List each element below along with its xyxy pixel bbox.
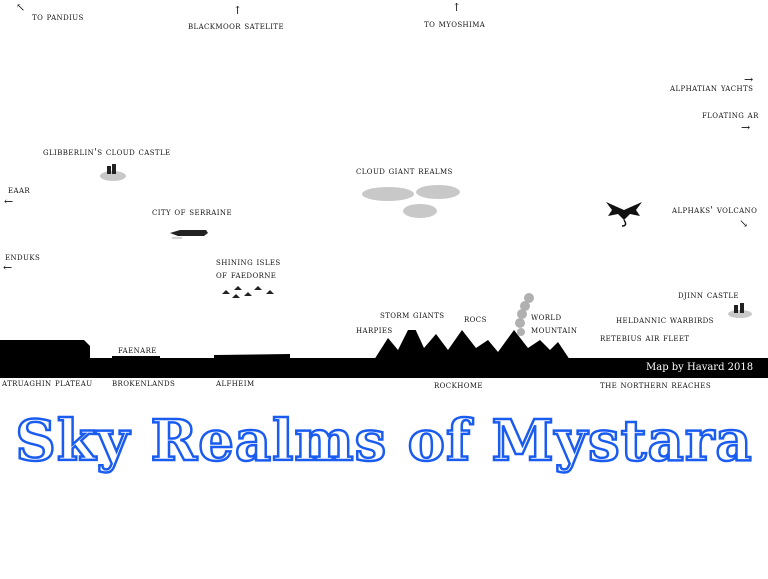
label-retebius-air-fleet: RETEBIUS AIR FLEET (600, 333, 690, 344)
airship-icon (170, 230, 208, 239)
label-city-of-serraine: CITY OF SERRAINE (152, 207, 232, 218)
label-shining-isles-line1: SHINING ISLES (216, 257, 281, 268)
arrow-up-icon: ↑ (452, 1, 462, 14)
label-atruaghin-plateau: ATRUAGHIN PLATEAU (2, 378, 93, 389)
label-alphaks-volcano: ALPHAKS' VOLCANO (672, 205, 758, 216)
castle-icon (100, 164, 126, 181)
arrow-up-icon: ↑ (233, 4, 243, 17)
castle-icon (728, 303, 752, 318)
label-rockhome: ROCKHOME (434, 380, 483, 391)
label-world-mountain-line2: MOUNTAIN (531, 325, 578, 336)
label-storm-giants: STORM GIANTS (380, 310, 445, 321)
label-faenare: FAENARE (118, 345, 157, 356)
label-shining-isles-line2: OF FAEDORNE (216, 270, 277, 281)
label-cloud-giant-realms: CLOUD GIANT REALMS (356, 166, 453, 177)
label-rocs: ROCS (464, 314, 487, 325)
label-heldannic-warbirds: HELDANNIC WARBIRDS (616, 315, 714, 326)
label-alphatian-yachts: ALPHATIAN YACHTS (670, 83, 754, 94)
label-alfheim: ALFHEIM (216, 378, 255, 389)
label-blackmoor-satelite: BLACKMOOR SATELITE (188, 21, 285, 32)
ground-strip (0, 358, 768, 378)
map-credit: Map by Havard 2018 (646, 362, 754, 373)
arrow-up-left-icon: ↖ (16, 1, 26, 14)
dragon-icon (606, 202, 642, 227)
label-northern-reaches: THE NORTHERN REACHES (600, 380, 712, 391)
arrow-left-icon: ← (4, 195, 14, 208)
arrow-down-right-icon: ↘ (739, 217, 749, 230)
label-world-mountain-line1: WORLD (531, 312, 562, 323)
label-enduks: ENDUKS (5, 252, 41, 263)
label-floating-ar: FLOATING AR (702, 110, 759, 121)
arrow-right-icon: → (741, 121, 751, 134)
cloud-icon (362, 185, 460, 218)
map-title: Sky Realms of Mystara (14, 407, 753, 476)
arrow-left-icon: ← (3, 261, 13, 274)
label-to-myoshima: TO MYOSHIMA (424, 19, 486, 30)
volcano-smoke-icon (515, 293, 534, 336)
terrain-silhouette (0, 330, 570, 360)
arrow-right-icon: → (744, 73, 754, 86)
label-glibberlin-cloud-castle: GLIBBERLIN'S CLOUD CASTLE (43, 147, 171, 158)
label-harpies: HARPIES (356, 325, 393, 336)
shining-isles-icon (222, 286, 274, 298)
label-brokenlands: BROKENLANDS (112, 378, 176, 389)
label-eaar: EAAR (8, 185, 31, 196)
label-to-pandius: TO PANDIUS (32, 12, 84, 23)
label-djinn-castle: DJINN CASTLE (678, 290, 739, 301)
